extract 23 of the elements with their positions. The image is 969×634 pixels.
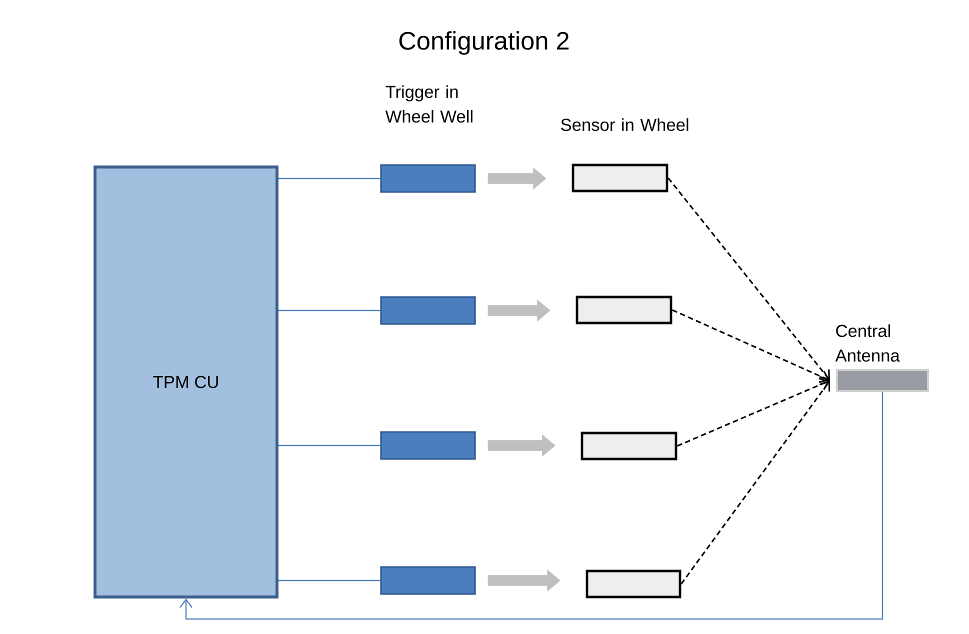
control-unit-box: TPM CU xyxy=(94,166,278,598)
trigger-box xyxy=(380,164,476,193)
arrow xyxy=(180,392,884,620)
connector-line xyxy=(278,580,380,582)
sensor-box xyxy=(586,570,682,598)
connector-line xyxy=(278,310,380,312)
connector-line xyxy=(278,178,380,180)
sensor-box xyxy=(580,432,678,460)
connector-line xyxy=(278,444,380,446)
column-heading: Sensor in Wheel xyxy=(561,118,688,131)
antenna-bar: Central Antenna xyxy=(835,324,929,392)
trigger-box xyxy=(380,566,476,595)
dashed-arrow xyxy=(676,378,830,447)
sensor-box xyxy=(576,296,672,324)
dashed-arrow xyxy=(680,380,830,584)
sensor-box xyxy=(572,164,668,192)
trigger-box xyxy=(380,431,476,460)
title: Configuration 2 xyxy=(399,31,569,55)
node-label: Central Antenna xyxy=(835,324,900,362)
trigger-box xyxy=(380,296,476,325)
dashed-arrow xyxy=(668,178,830,380)
column-heading: Trigger in Wheel Well xyxy=(385,85,472,123)
dashed-arrow xyxy=(672,309,830,383)
